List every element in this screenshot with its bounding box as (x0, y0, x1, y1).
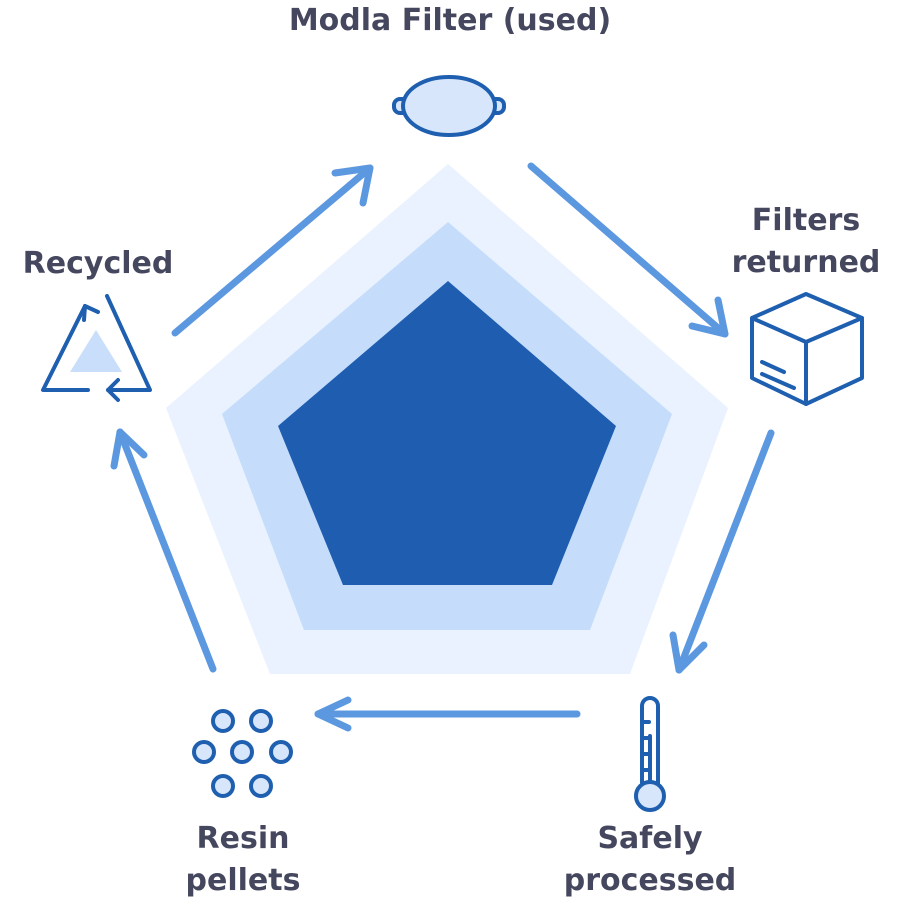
pellets-icon (192, 709, 293, 798)
arrow-pellets-to-recycled (110, 428, 217, 673)
arrow-recycled-to-filter (171, 164, 374, 337)
arrow-returned-to-processed (669, 429, 775, 674)
arrow-filter-to-returned (527, 162, 729, 338)
thermometer-icon (634, 696, 666, 812)
filter-capsule-icon (392, 75, 506, 137)
label-recycled: Recycled (22, 246, 174, 281)
arrow-processed-to-pellets (314, 696, 581, 732)
box-icon (750, 292, 864, 406)
recycle-triangle-icon (41, 294, 152, 402)
label-filter: Modla Filter (used) (288, 3, 612, 38)
label-pellets: Resin pellets (185, 821, 301, 898)
pentagon-inner (278, 281, 616, 585)
label-returned: Filters returned (731, 203, 881, 280)
label-processed: Safely processed (563, 821, 737, 898)
